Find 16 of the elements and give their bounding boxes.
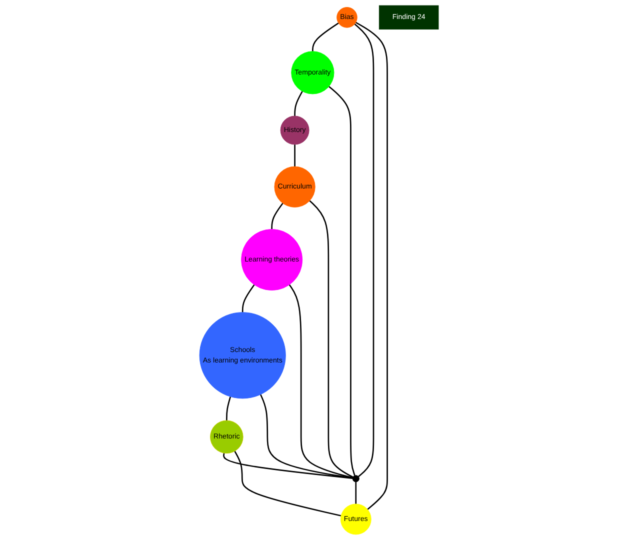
connector (224, 453, 354, 479)
connector (356, 22, 388, 510)
connector (310, 200, 354, 478)
connector (242, 284, 256, 312)
node-circle (352, 475, 360, 482)
connector (354, 24, 375, 478)
connector (226, 396, 232, 420)
connector (312, 22, 340, 52)
connector (272, 202, 284, 230)
connector (260, 394, 354, 479)
connector (356, 482, 358, 504)
connector (234, 450, 342, 516)
connector (294, 90, 304, 116)
connector (328, 86, 356, 476)
connector (294, 144, 296, 167)
connector (289, 284, 354, 478)
